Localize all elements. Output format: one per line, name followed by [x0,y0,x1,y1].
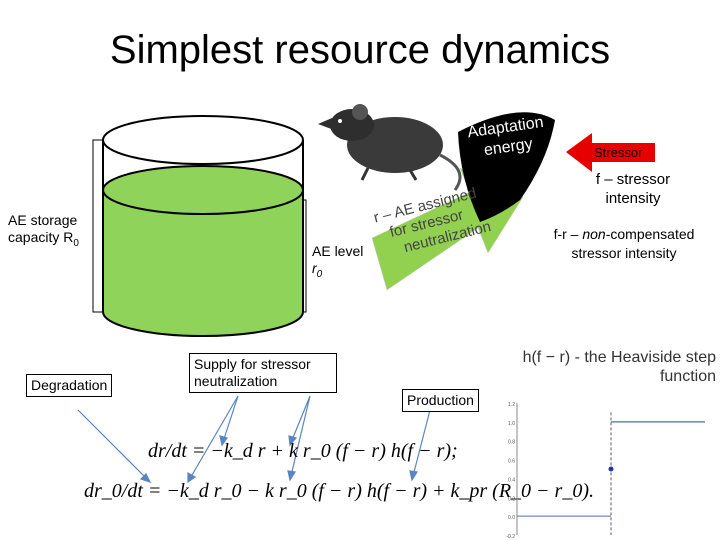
y-tick-label: 0.6 [508,459,515,465]
y-tick-label: 1.2 [508,402,515,408]
slide-title: Simplest resource dynamics [109,28,611,72]
liquid-surface [102,165,304,215]
equation-dr0-dt: dr_0/dt = −k_d r_0 − k r_0 (f − r) h(f −… [84,480,594,502]
stressor-arrow [566,133,655,172]
ae-storage-sub: 0 [73,237,79,249]
y-tick-label: 0.8 [508,440,515,446]
y-tick-label: 0.2 [508,496,515,502]
ae-level-r: r [312,260,317,276]
fr-part-a: f-r – [553,226,583,242]
fr-definition: f-r – non-compensated stressor intensity [538,225,710,263]
production-box: Production [402,389,479,412]
capacity-bracket [92,139,103,313]
step-marker-point [608,466,614,472]
f-line1: f – stressor [595,171,671,188]
shield-icon [458,112,555,222]
ae-storage-line2: capacity R [8,229,74,245]
degradation-box: Degradation [26,374,113,397]
ae-level-sub: 0 [316,268,323,280]
supply-box: Supply for stressor neutralization [189,353,337,393]
ae-level-label: AE level r0 [312,243,363,283]
supply-line1: Supply for stressor [194,356,311,372]
tank-rim [102,115,304,165]
f-definition: f – stressor intensity [583,170,683,208]
ae-level-line1: AE level [312,243,364,259]
tank-cylinder [102,115,304,337]
ae-storage-line1: AE storage [8,212,78,228]
fr-part-c: -compensated [605,226,695,242]
supply-line2: neutralization [194,373,278,389]
ae-storage-label: AE storage capacity R0 [8,212,79,252]
y-tick-label: 1.0 [508,421,515,427]
heaviside-chart: 1.2 1.0 0.8 0.6 0.4 0.2 0.0 -0.2 [506,402,705,540]
stressor-label: Stressor [594,145,643,160]
y-tick-label: 0.4 [508,477,515,483]
y-tick-label: 0.0 [508,515,515,521]
rat-icon [318,104,462,191]
heaviside-title: h(f − r) - the Heaviside step function [522,349,716,385]
f-line2: intensity [605,190,661,207]
fr-part-b: non [582,226,606,242]
fr-line2: stressor intensity [571,245,677,261]
equation-dr-dt: dr/dt = −k_d r + k r_0 (f − r) h(f − r); [148,440,458,462]
y-tick-label: -0.2 [506,534,515,540]
